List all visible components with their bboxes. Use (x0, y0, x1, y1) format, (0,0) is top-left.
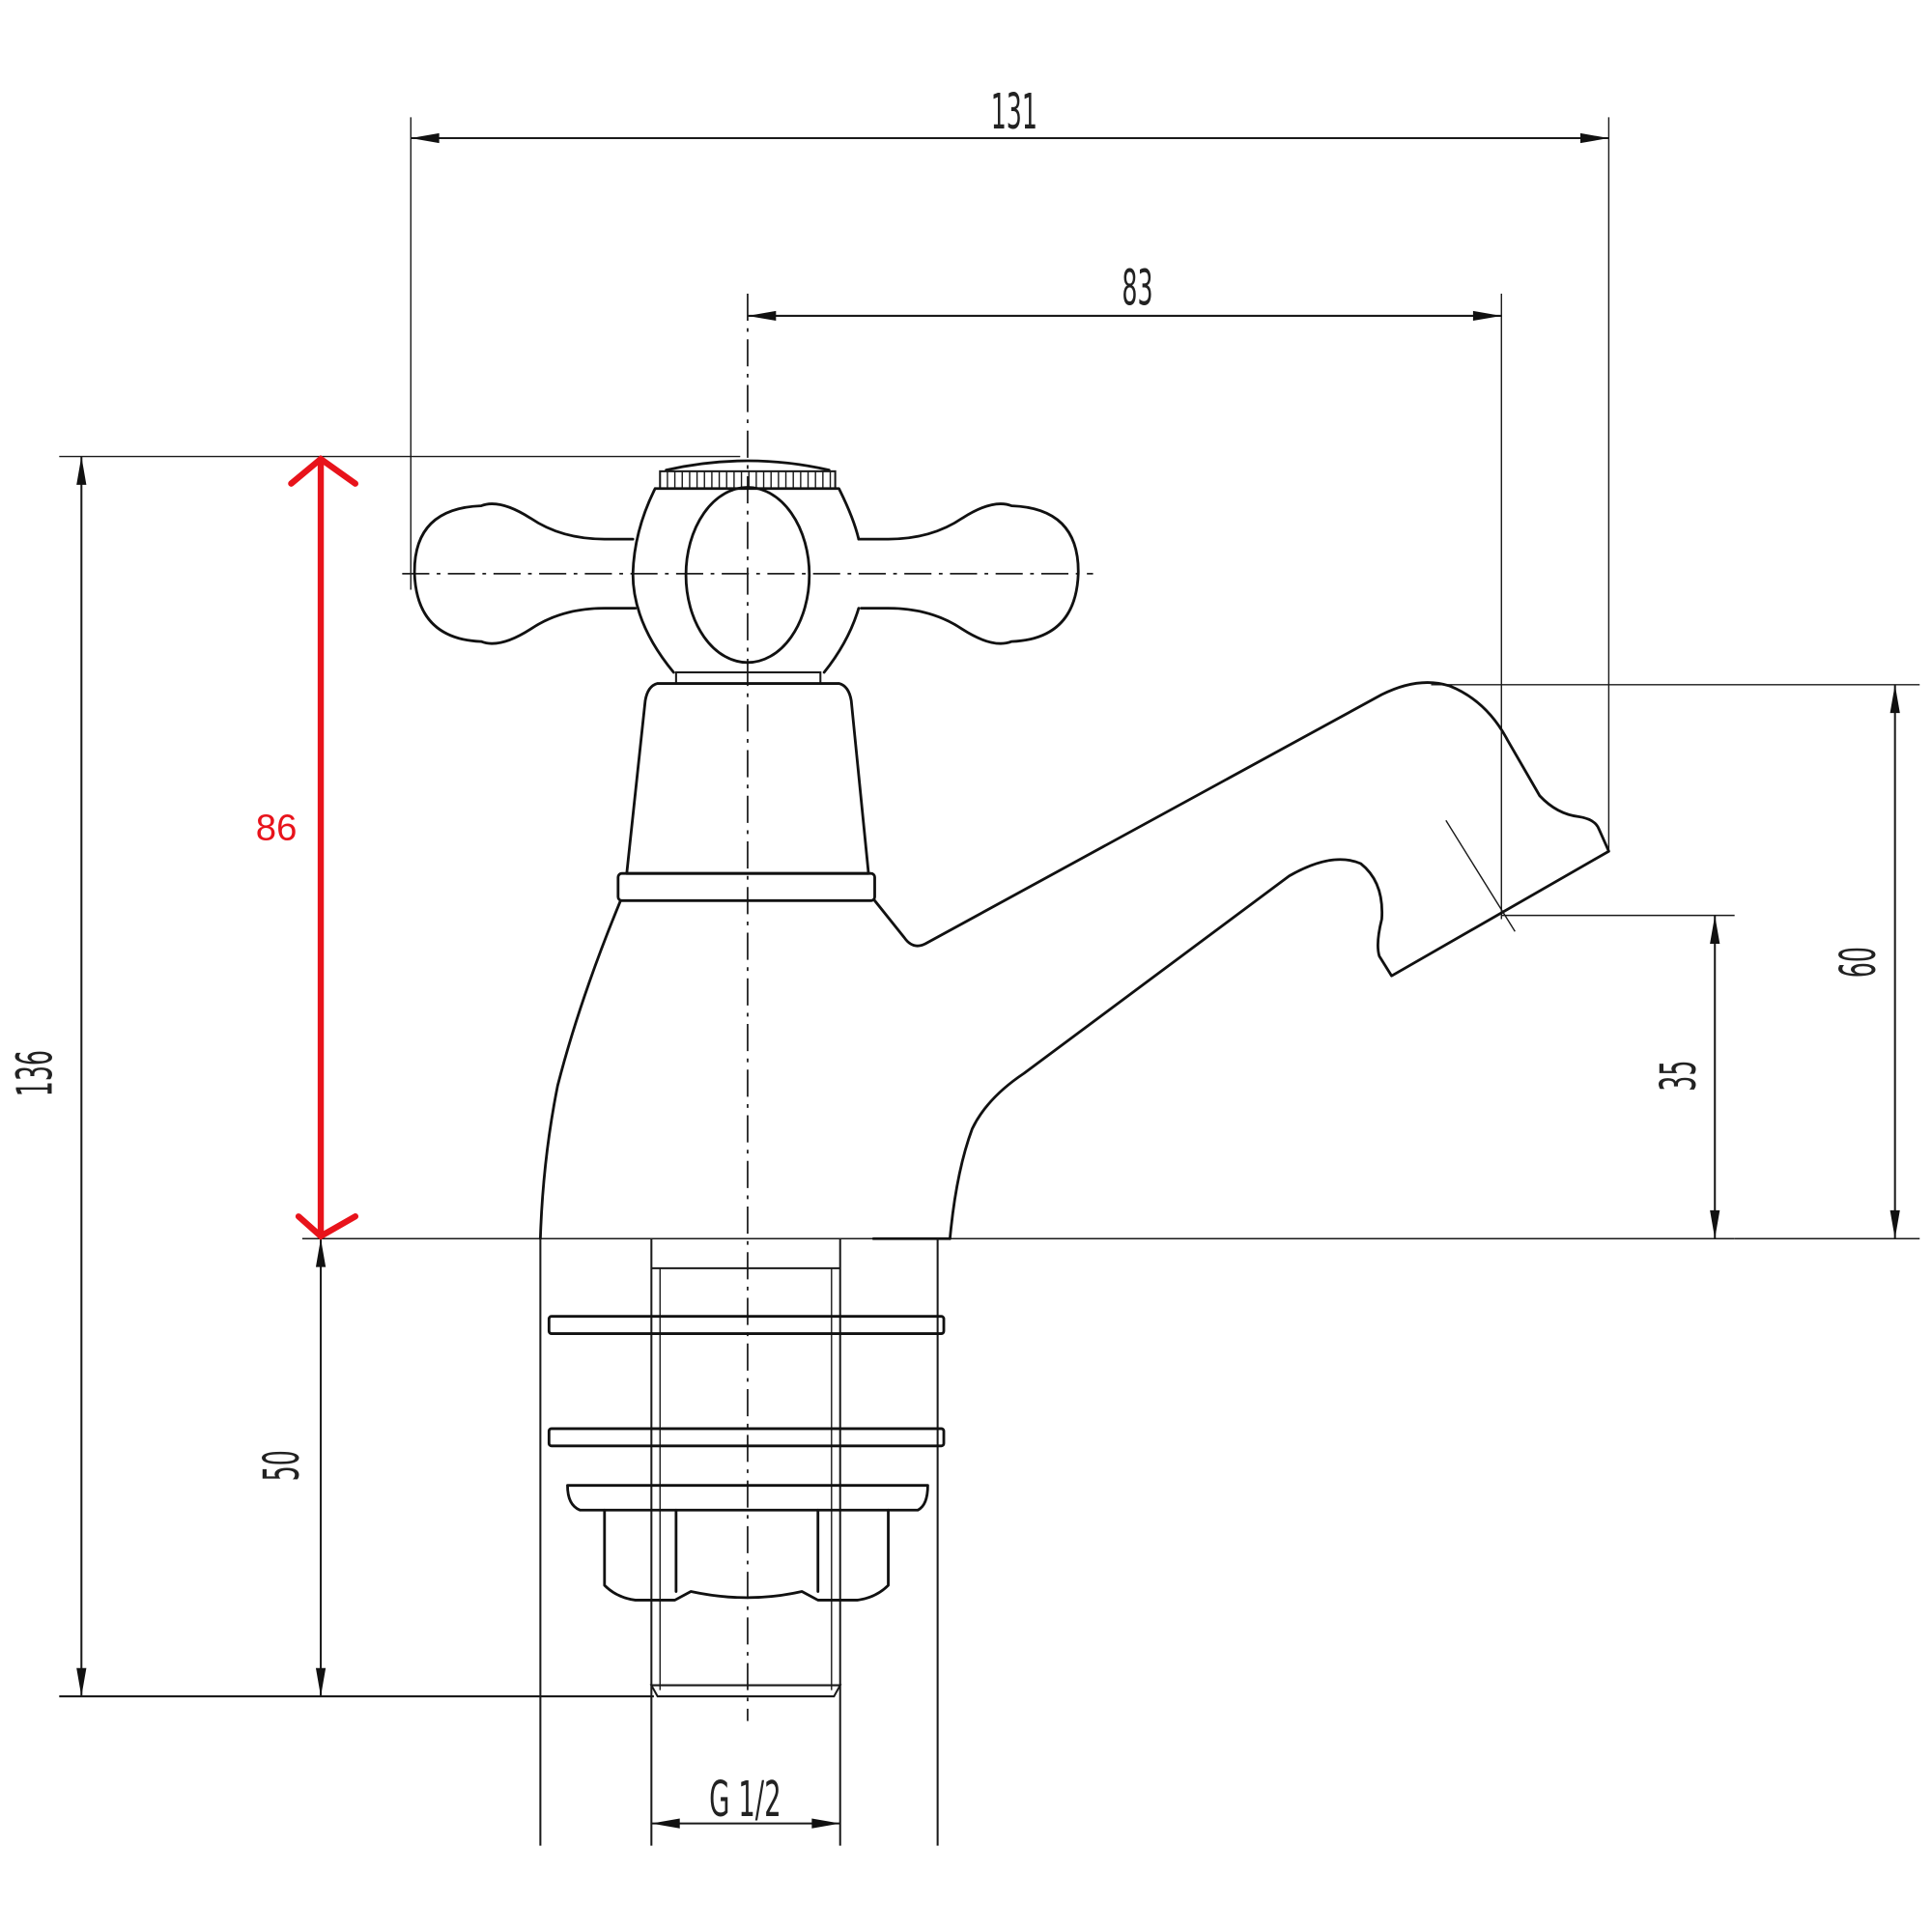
dimension-shank-length: 50 (59, 1237, 1735, 1698)
dimension-thread-size: G 1/2 (651, 1771, 840, 1829)
dimension-overall-width: 131 (410, 83, 1610, 852)
shank-assembly (539, 1238, 946, 1846)
dimension-spout-top-height: 60 (1431, 684, 1920, 1239)
dim-label-50: 50 (253, 1450, 310, 1481)
nut-flange (566, 1484, 929, 1512)
shroud (616, 682, 876, 902)
dimension-overall-height: 136 (7, 455, 741, 1697)
dim-label-60: 60 (1830, 947, 1887, 978)
centre-lines (402, 293, 1094, 1721)
knurl-pattern (667, 470, 832, 489)
washer-upper (547, 1315, 946, 1335)
dim-label-86: 86 (256, 808, 298, 849)
hex-nut (603, 1508, 890, 1602)
cross-head-handle (412, 459, 1080, 685)
dim-label-83: 83 (1122, 259, 1152, 316)
tap-body (538, 681, 1610, 1240)
dim-label-35: 35 (1650, 1061, 1707, 1092)
dimension-spout-outlet-height: 35 (1501, 914, 1735, 1239)
dimension-spout-reach: 83 (747, 259, 1502, 920)
dim-label-thread: G 1/2 (709, 1771, 781, 1828)
dim-label-136: 136 (7, 1050, 64, 1096)
washer-lower (547, 1427, 946, 1448)
dim-label-131: 131 (991, 83, 1037, 140)
highlight-dimension-86: 86 (256, 455, 359, 1240)
